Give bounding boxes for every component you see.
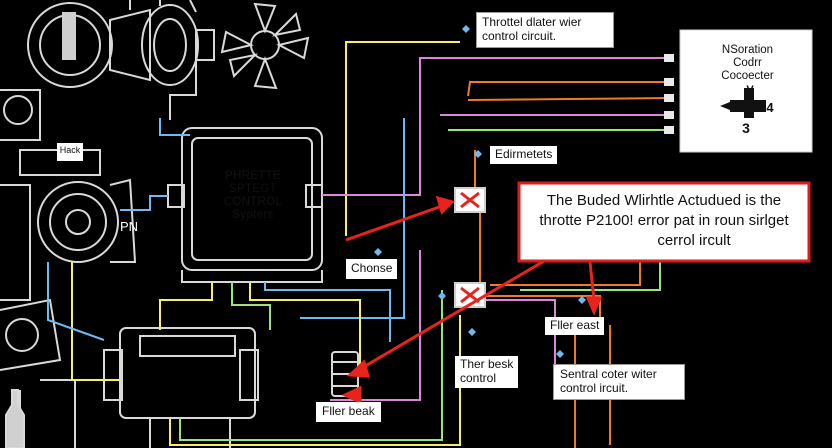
wire-orange-2 [467,97,669,101]
wire-green-low [179,290,443,441]
wire-pink-low [465,299,556,380]
wire-blue-module [120,195,168,211]
wire-green-right [520,250,661,291]
wire-blue-1 [300,118,405,319]
callout-edirmetets: Edirmetets [490,146,558,164]
module-title-line-2: SPTEGT [229,183,277,195]
wire-blue-top [159,118,190,136]
callout-pn: PN [120,219,139,234]
arrowhead-bottom [341,385,362,405]
wire-green-mid [231,282,271,330]
sensor-v-label: V [746,84,754,96]
arrowhead-fault [435,195,455,215]
wire-orange-low [474,150,601,320]
sentral-line-1: Sentral coter witer [560,367,657,381]
sensor-num-label: 3 [742,120,750,136]
throttle-top-line-1: Throttel dlater wier [482,15,582,29]
wire-blue-left [47,262,105,341]
arrowhead-fuse [346,359,371,378]
sensor-line-2: Codrr [733,57,762,69]
wire-yellow-mid [159,282,213,330]
callout-fller-beak: Fller beak [316,402,381,422]
module-title-line-3: CONTROL [223,196,283,208]
fault-box-upper [454,187,486,213]
sensor-pins [664,54,674,134]
wire-yellow-left [71,262,120,381]
sensor-pin-label: 4 [766,100,774,115]
wire-pink-top [322,57,668,196]
wire-yellow-top [345,41,460,236]
module-title-line-4: Sypters [232,209,274,221]
module-title: PHRETTE SPTEGT CONTROL Sypters [194,170,312,222]
callout-ther-besk: Ther besk control [455,356,519,388]
callout-side-tag: Hack [59,145,81,155]
engine-drawing [0,0,359,448]
sentral-line-2: control ircuit. [560,380,629,395]
sensor-box-text: NSoration Codrr Cocoecter [690,44,805,83]
side-tag-bg [57,143,83,161]
callout-chonse: Chonse [346,259,398,279]
ther-besk-line-1: Ther besk [460,357,514,371]
ther-besk-line-2: control [460,370,497,385]
callout-fller-east: Fller east [545,317,605,335]
wire-yellow-long [249,282,361,370]
sensor-line-1: NSoration [721,44,774,56]
diamond-markers [374,25,586,358]
error-message: The Buded Wlirhtle Actudued is the throt… [523,191,805,251]
error-line-2: throtte P2100! error pat in roun sirlget [539,212,789,229]
sensor-line-3: Cocoecter [721,70,774,82]
callout-sentral: Sentral coter witer control ircuit. [553,364,685,400]
wire-blue-long [264,282,391,342]
arrowhead-fller [585,296,603,316]
sensor-symbol [720,88,766,118]
error-line-3: cerrol ircult [657,232,731,249]
throttle-top-line-2: control circuit. [482,28,557,43]
error-box-frame [517,181,811,263]
red-arrows [341,195,603,405]
wire-orange-1 [467,81,668,97]
callout-throttle-top: Throttel dlater wier control circuit. [476,12,614,48]
error-line-1: The Buded Wlirhtle Actudued is the [546,192,782,209]
module-title-line-1: PHRETTE [225,170,281,182]
